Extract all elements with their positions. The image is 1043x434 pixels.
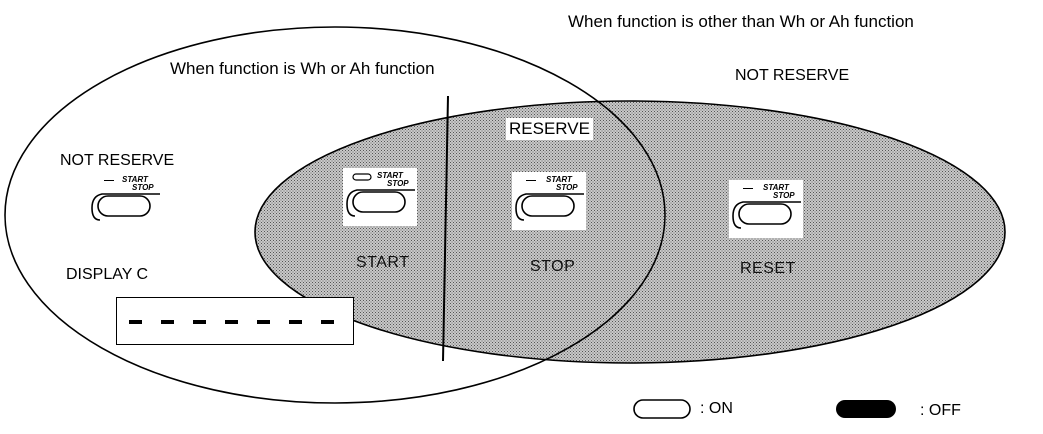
button-stop-label: STOP: [773, 191, 795, 200]
caption-other-function: When function is other than Wh or Ah fun…: [568, 12, 914, 31]
led-indicator-on-icon: [352, 173, 372, 181]
start-stop-button-not-reserve[interactable]: — START STOP: [88, 172, 162, 230]
button-start-label: START: [377, 171, 403, 180]
left-ellipse-wh-ah: [4, 26, 666, 404]
caption-wh-ah-function: When function is Wh or Ah function: [170, 59, 435, 78]
button-stop-label: STOP: [556, 183, 578, 192]
legend-on-label: : ON: [700, 400, 733, 417]
button-start-label: START: [763, 183, 789, 192]
legend-off-label: : OFF: [920, 402, 961, 419]
button-stop-label: STOP: [387, 179, 409, 188]
reserve-divider-line: [442, 95, 449, 362]
not-reserve-label-left: NOT RESERVE: [60, 152, 175, 169]
state-label-stop: STOP: [530, 258, 576, 275]
legend-on-icon: [633, 399, 691, 419]
legend-off-icon: [836, 400, 896, 418]
display-c-label: DISPLAY C: [66, 266, 149, 283]
reserve-label: RESERVE: [506, 118, 593, 140]
display-segment: [129, 320, 142, 324]
state-label-start: START: [356, 254, 410, 271]
state-label-reset: RESET: [740, 260, 796, 277]
display-segment: [193, 320, 206, 324]
display-segment: [257, 320, 270, 324]
button-ring-icon: [346, 189, 415, 217]
display-segment: [161, 320, 174, 324]
button-ring-icon: [732, 201, 801, 229]
button-stop-label: STOP: [132, 183, 154, 192]
led-indicator-dash: —: [104, 175, 114, 186]
led-indicator-dash: —: [743, 183, 753, 194]
led-indicator-dash: —: [526, 175, 536, 186]
start-stop-button-start[interactable]: START STOP: [343, 168, 417, 226]
button-start-label: START: [546, 175, 572, 184]
display-segment: [289, 320, 302, 324]
not-reserve-label-right: NOT RESERVE: [735, 67, 850, 84]
display-segment: [225, 320, 238, 324]
display-c-panel: [116, 297, 354, 345]
button-ring-icon: [515, 193, 584, 221]
shaded-ellipse-reserve-region: [254, 100, 1006, 364]
button-start-label: START: [122, 175, 148, 184]
display-segment: [321, 320, 334, 324]
start-stop-button-reset[interactable]: — START STOP: [729, 180, 803, 238]
start-stop-button-stop[interactable]: — START STOP: [512, 172, 586, 230]
button-ring-icon: [91, 193, 160, 221]
